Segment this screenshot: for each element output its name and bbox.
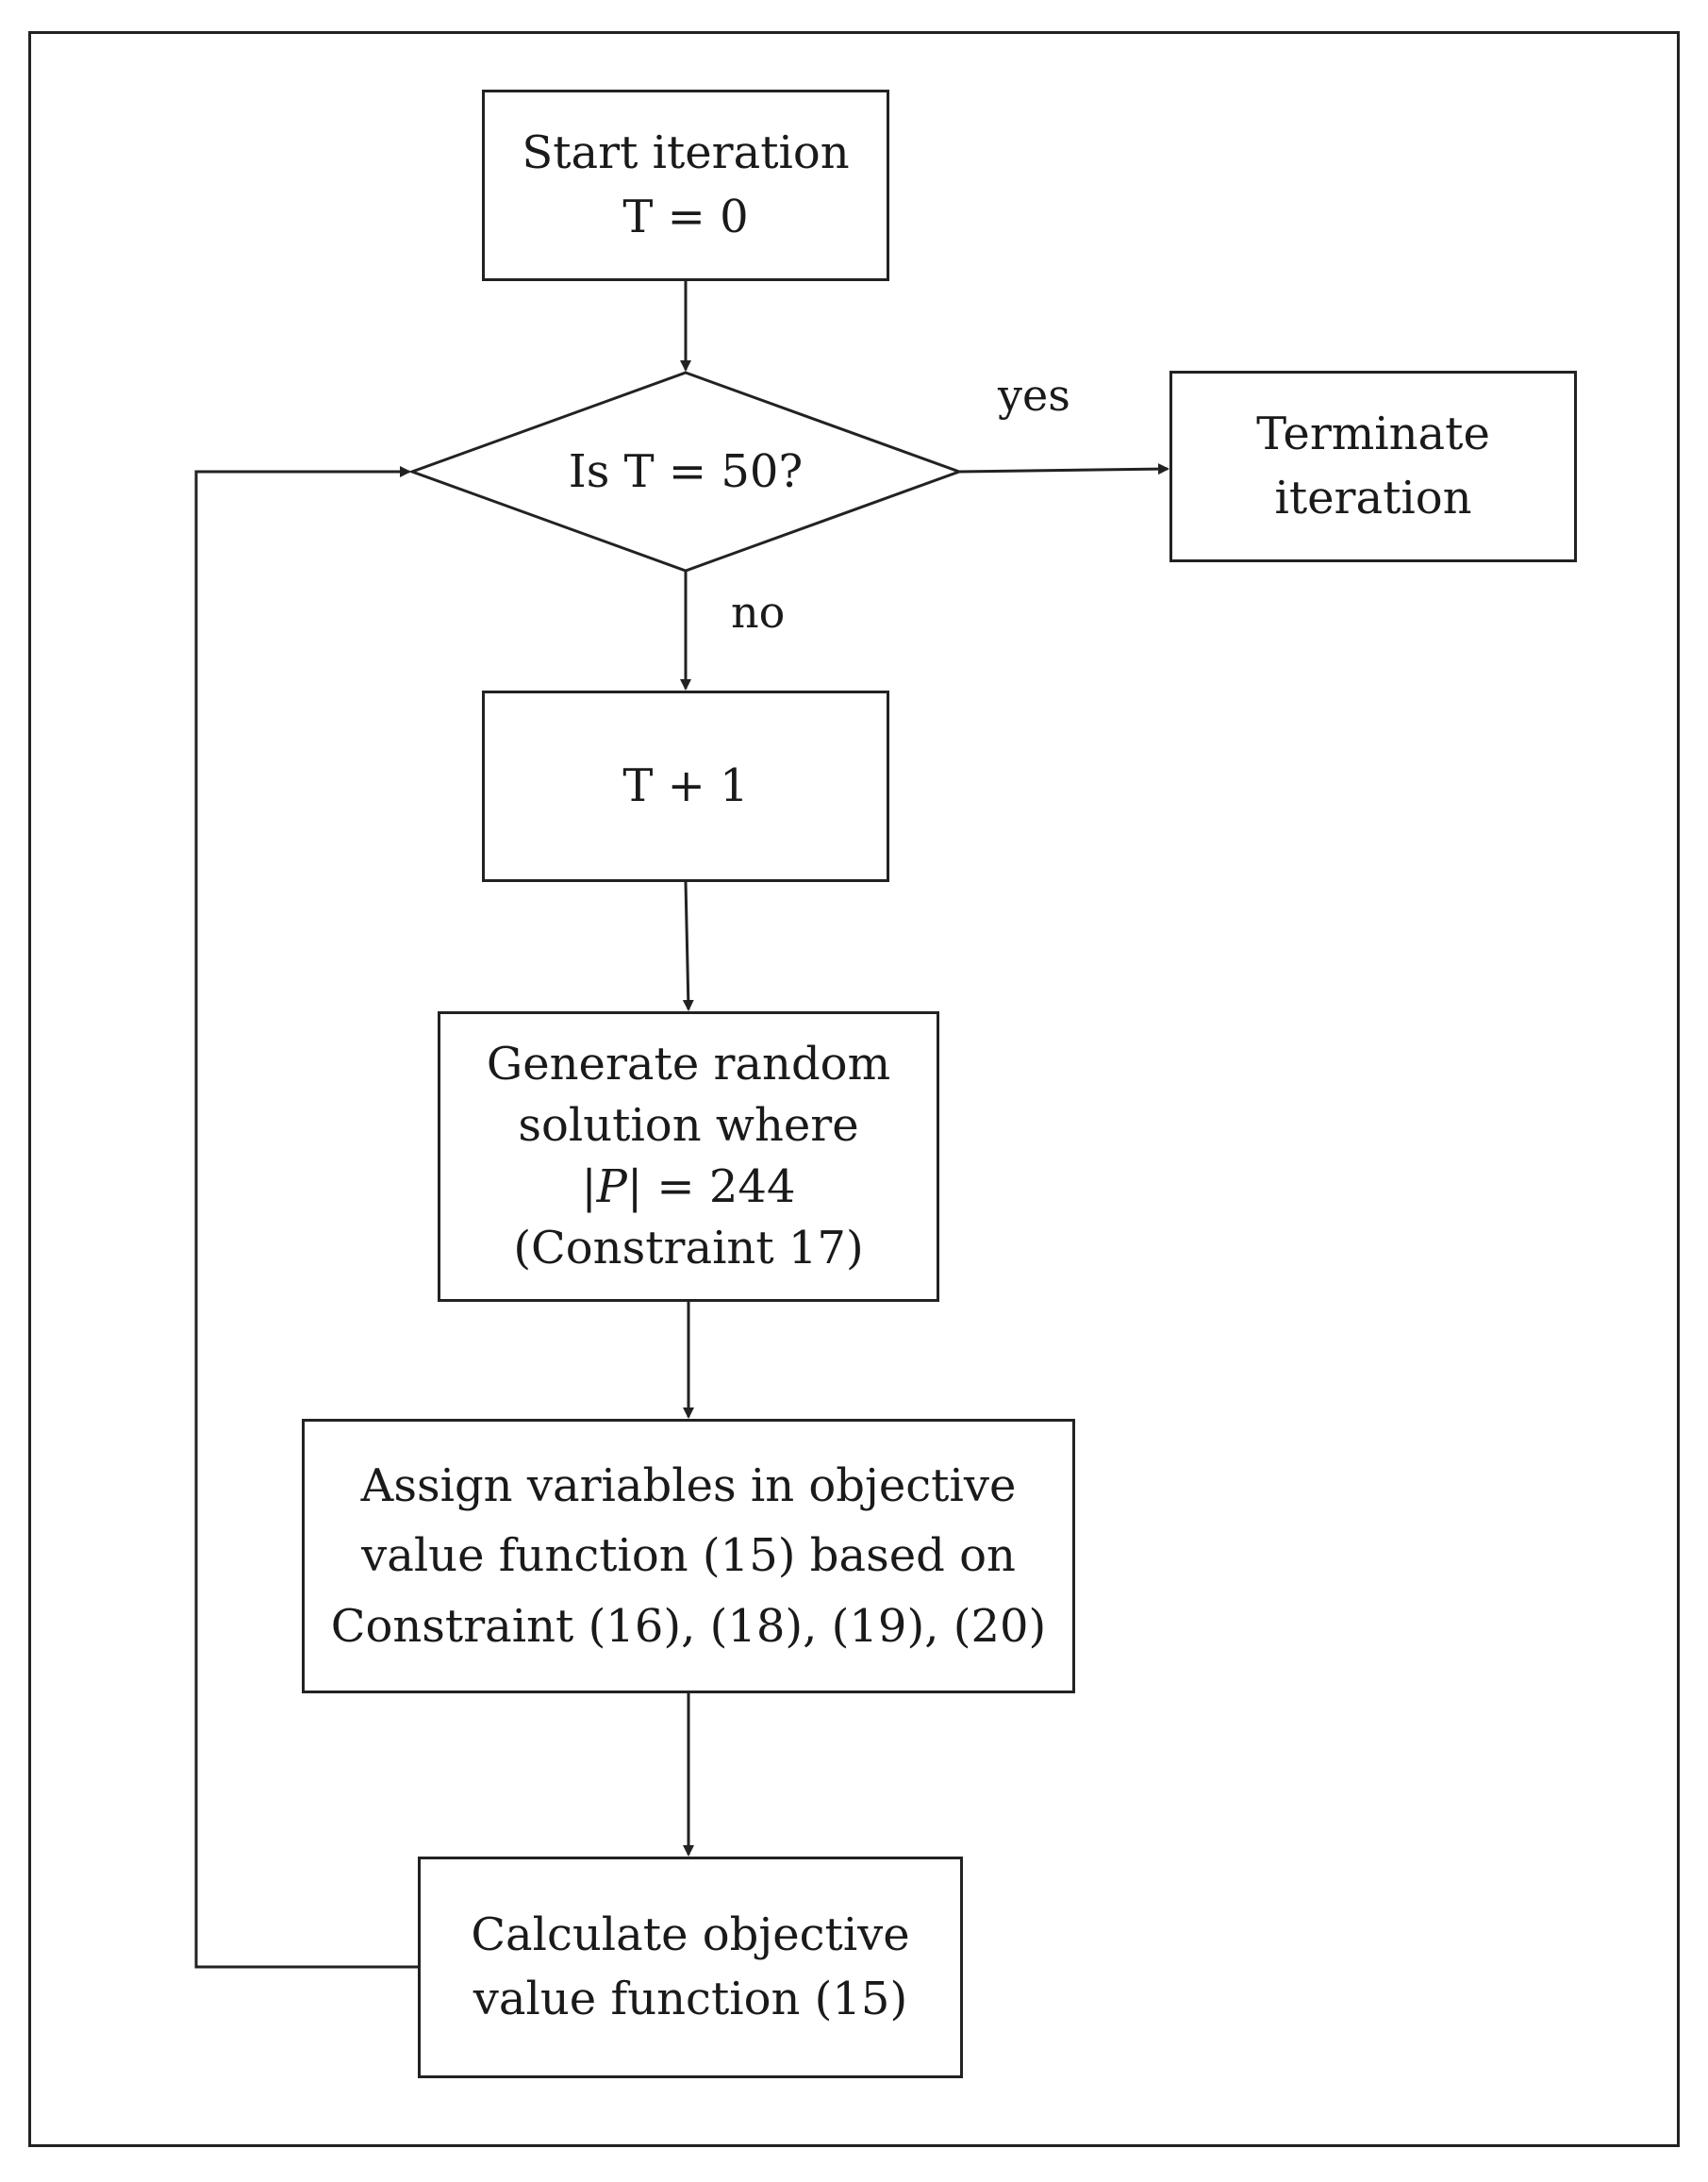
increment-box: T + 1 <box>482 691 889 882</box>
generate-box: Generate random solution where |P| = 244… <box>438 1011 939 1302</box>
calculate-label-line1: Calculate objective <box>471 1908 910 1962</box>
calculate-box: Calculate objective value function (15) <box>418 1857 963 2078</box>
assign-box: Assign variables in objective value func… <box>302 1419 1075 1693</box>
terminate-label-line1: Terminate <box>1256 408 1490 461</box>
abs-open: | <box>581 1160 597 1213</box>
calculate-label-line2: value function (15) <box>473 1972 908 2025</box>
arrow-loop-back <box>194 466 418 1969</box>
abs-close-value: | = 244 <box>626 1160 796 1213</box>
start-value: T = 0 <box>622 190 749 243</box>
yes-label: yes <box>998 370 1070 421</box>
generate-label-line3: |P| = 244 <box>582 1157 796 1218</box>
figure-frame <box>28 31 1680 2147</box>
start-label: Start iteration <box>522 126 850 180</box>
assign-label-line1: Assign variables in objective <box>360 1458 1017 1512</box>
terminate-box: Terminate iteration <box>1169 371 1577 562</box>
no-label: no <box>731 587 786 638</box>
variable-p: P <box>596 1160 627 1213</box>
arrow-decision-to-terminate <box>958 463 1169 475</box>
arrow-increment-to-generate <box>682 881 694 1011</box>
generate-label-line2: solution where <box>518 1099 859 1153</box>
start-box: Start iteration T = 0 <box>482 90 889 281</box>
terminate-label-line2: iteration <box>1274 471 1472 525</box>
decision-label: Is T = 50? <box>568 445 804 498</box>
assign-label-line2: value function (15) based on <box>361 1529 1016 1583</box>
assign-label-line3: Constraint (16), (18), (19), (20) <box>330 1599 1047 1653</box>
generate-label-line1: Generate random <box>486 1038 891 1091</box>
generate-label-line4: (Constraint 17) <box>513 1221 864 1274</box>
increment-label: T + 1 <box>622 758 749 812</box>
